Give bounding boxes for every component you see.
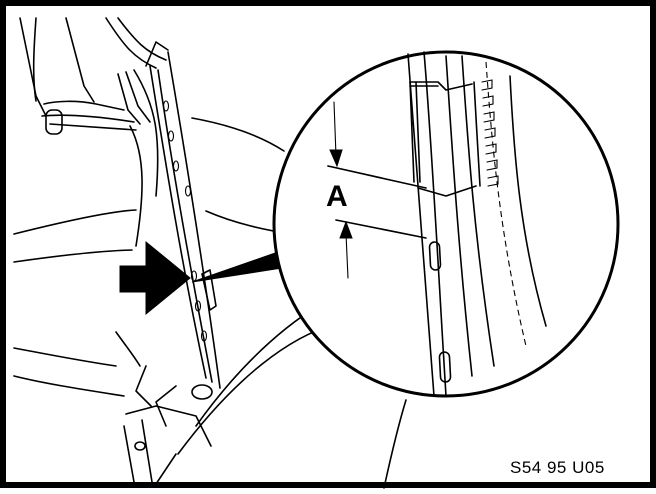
leader-wedge <box>191 251 283 283</box>
dimension-label-a: A <box>326 180 348 213</box>
detail-magnifier: A <box>272 50 620 398</box>
arrow-pointer-icon <box>119 240 191 316</box>
pillar <box>115 41 221 483</box>
diagram-canvas: A S54 95 U05 <box>13 17 620 489</box>
figure-code: S54 95 U05 <box>510 458 605 477</box>
belt-mechanism <box>32 17 159 247</box>
serration <box>481 79 499 187</box>
